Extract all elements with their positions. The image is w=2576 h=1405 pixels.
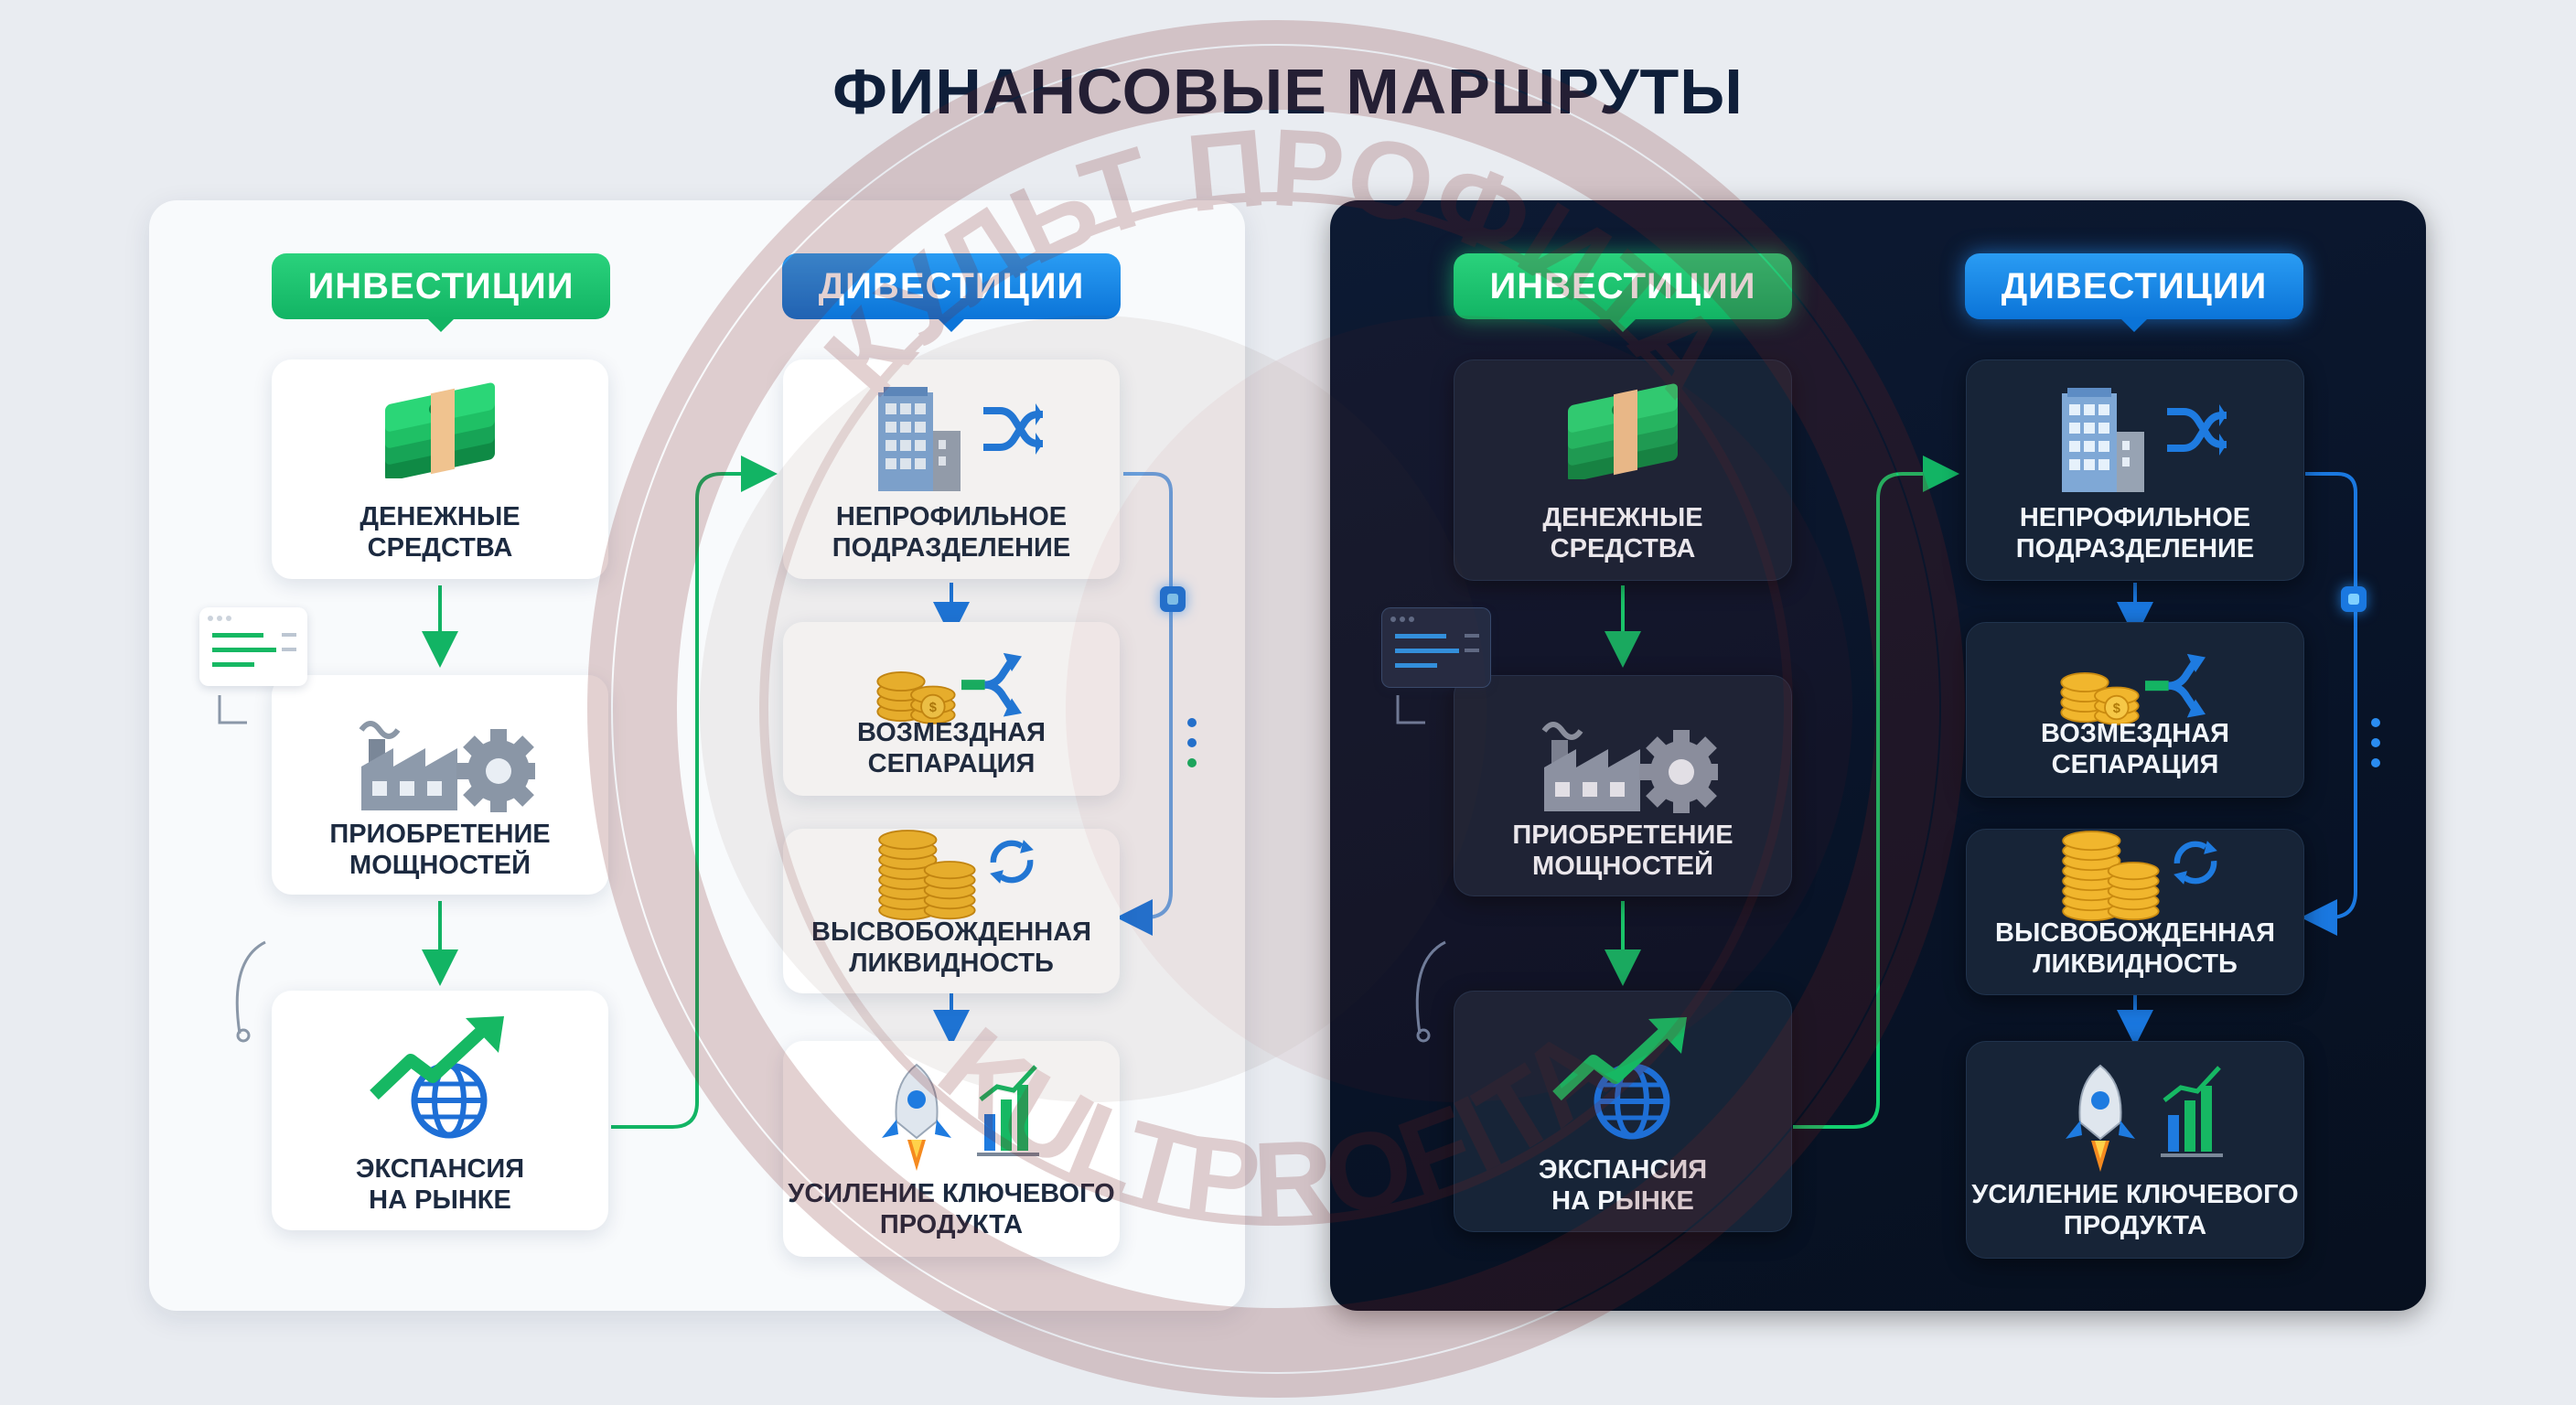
investments-header-dark: ИНВЕСТИЦИИ bbox=[1454, 253, 1792, 332]
step-noncore-dark-line2: ПОДРАЗДЕЛЕНИЕ bbox=[2015, 534, 2255, 563]
step-cash-line1: ДЕНЕЖНЫЕ bbox=[360, 502, 521, 531]
step-separation-dark-line2: СЕПАРАЦИЯ bbox=[2051, 750, 2219, 779]
growth-globe-icon bbox=[1550, 1014, 1696, 1142]
step-cash-dark-line1: ДЕНЕЖНЫЕ bbox=[1542, 503, 1703, 532]
coin-stack-icon bbox=[860, 821, 1043, 922]
factory-gear-icon bbox=[1535, 703, 1718, 813]
page-title: ФИНАНСОВЫЕ МАРШРУТЫ bbox=[832, 56, 1744, 127]
window-lines-icon bbox=[1390, 617, 1479, 668]
step-noncore-line1: НЕПРОФИЛЬНОЕ bbox=[835, 502, 1068, 531]
step-cash: ДЕНЕЖНЫЕ СРЕДСТВА bbox=[272, 359, 608, 579]
investments-header: ИНВЕСТИЦИИ bbox=[272, 253, 610, 332]
step-separation: ВОЗМЕЗДНАЯ СЕПАРАЦИЯ bbox=[783, 622, 1120, 796]
step-expansion-dark-line2: НА РЫНКЕ bbox=[1551, 1186, 1694, 1216]
step-noncore: НЕПРОФИЛЬНОЕ ПОДРАЗДЕЛЕНИЕ bbox=[783, 359, 1120, 579]
step-cash-dark: ДЕНЕЖНЫЕ СРЕДСТВА bbox=[1454, 359, 1792, 581]
step-separation-dark-line1: ВОЗМЕЗДНАЯ bbox=[2040, 719, 2229, 748]
step-core-product-line2: ПРОДУКТА bbox=[879, 1210, 1024, 1239]
step-core-product-dark: УСИЛЕНИЕ КЛЮЧЕВОГО ПРОДУКТА bbox=[1966, 1041, 2304, 1259]
step-separation-line2: СЕПАРАЦИЯ bbox=[867, 749, 1036, 778]
mini-window-icon-dark bbox=[1381, 607, 1491, 688]
step-noncore-dark-line1: НЕПРОФИЛЬНОЕ bbox=[2019, 503, 2251, 532]
window-lines-icon bbox=[208, 616, 296, 667]
step-core-product-dark-line2: ПРОДУКТА bbox=[2063, 1211, 2207, 1240]
step-cash-line2: СРЕДСТВА bbox=[367, 533, 513, 563]
step-cash-dark-line2: СРЕДСТВА bbox=[1550, 534, 1696, 563]
money-stack-icon bbox=[1559, 379, 1687, 479]
rocket-chart-icon bbox=[2044, 1058, 2227, 1172]
step-core-product-line1: УСИЛЕНИЕ КЛЮЧЕВОГО bbox=[788, 1179, 1115, 1208]
office-building-icon bbox=[2044, 384, 2227, 494]
node-badge-icon-dark bbox=[2341, 586, 2367, 612]
divestments-header-dark: ДИВЕСТИЦИИ bbox=[1965, 253, 2303, 332]
step-liquidity-dark: ВЫСВОБОЖДЕННАЯ ЛИКВИДНОСТЬ bbox=[1966, 829, 2304, 995]
step-liquidity-dark-line1: ВЫСВОБОЖДЕННАЯ bbox=[1995, 918, 2275, 948]
step-expansion-line1: ЭКСПАНСИЯ bbox=[355, 1154, 525, 1184]
step-noncore-dark: НЕПРОФИЛЬНОЕ ПОДРАЗДЕЛЕНИЕ bbox=[1966, 359, 2304, 581]
step-separation-line1: ВОЗМЕЗДНАЯ bbox=[856, 718, 1046, 747]
growth-globe-icon bbox=[367, 1013, 513, 1141]
step-expansion-dark: ЭКСПАНСИЯ НА РЫНКЕ bbox=[1454, 991, 1792, 1232]
step-liquidity-line2: ЛИКВИДНОСТЬ bbox=[849, 949, 1054, 978]
divestments-header: ДИВЕСТИЦИИ bbox=[782, 253, 1121, 332]
step-core-product-dark-line1: УСИЛЕНИЕ КЛЮЧЕВОГО bbox=[1971, 1180, 2299, 1209]
step-noncore-line2: ПОДРАЗДЕЛЕНИЕ bbox=[832, 533, 1071, 563]
step-liquidity: ВЫСВОБОЖДЕННАЯ ЛИКВИДНОСТЬ bbox=[783, 829, 1120, 993]
step-capacity-dark: ПРИОБРЕТЕНИЕ МОЩНОСТЕЙ bbox=[1454, 675, 1792, 896]
step-core-product: УСИЛЕНИЕ КЛЮЧЕВОГО ПРОДУКТА bbox=[783, 1041, 1120, 1257]
mini-window-icon bbox=[199, 607, 307, 686]
step-liquidity-dark-line2: ЛИКВИДНОСТЬ bbox=[2033, 949, 2238, 979]
step-capacity-line2: МОЩНОСТЕЙ bbox=[349, 851, 531, 880]
step-expansion-line2: НА РЫНКЕ bbox=[369, 1185, 511, 1215]
rocket-chart-icon bbox=[860, 1057, 1043, 1171]
step-separation-dark: ВОЗМЕЗДНАЯ СЕПАРАЦИЯ bbox=[1966, 622, 2304, 798]
money-stack-icon bbox=[376, 378, 504, 478]
office-building-icon bbox=[860, 383, 1043, 493]
factory-gear-icon bbox=[352, 702, 535, 812]
step-capacity-dark-line2: МОЩНОСТЕЙ bbox=[1532, 852, 1713, 881]
step-liquidity-line1: ВЫСВОБОЖДЕННАЯ bbox=[811, 917, 1091, 947]
step-capacity: ПРИОБРЕТЕНИЕ МОЩНОСТЕЙ bbox=[272, 675, 608, 895]
coin-stack-icon bbox=[2044, 822, 2227, 923]
node-badge-icon bbox=[1160, 586, 1186, 612]
step-expansion: ЭКСПАНСИЯ НА РЫНКЕ bbox=[272, 991, 608, 1230]
step-capacity-dark-line1: ПРИОБРЕТЕНИЕ bbox=[1512, 820, 1733, 850]
step-expansion-dark-line1: ЭКСПАНСИЯ bbox=[1538, 1155, 1708, 1185]
step-capacity-line1: ПРИОБРЕТЕНИЕ bbox=[329, 820, 551, 849]
